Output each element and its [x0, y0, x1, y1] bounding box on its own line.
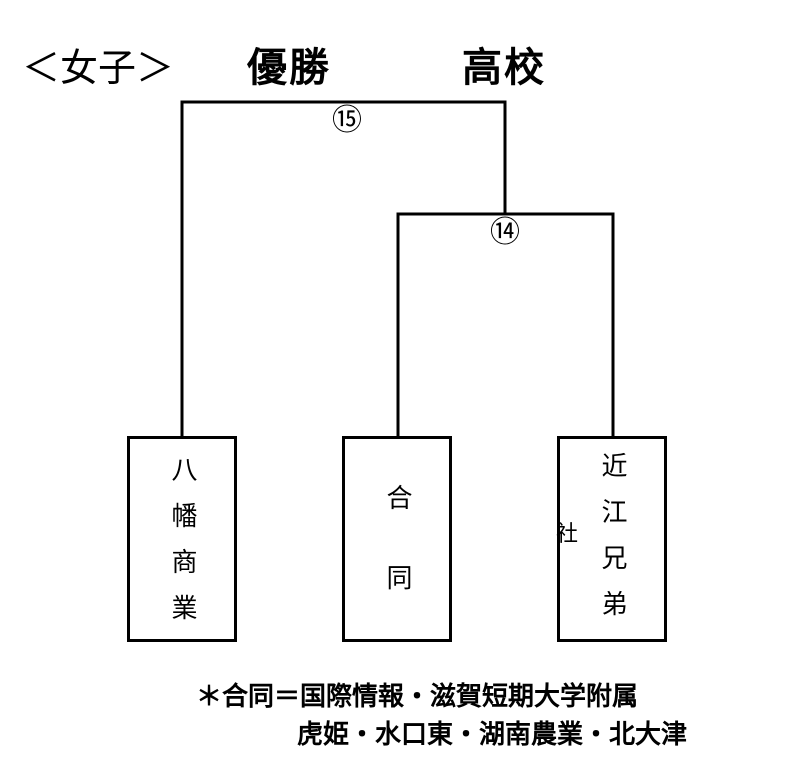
school-label: 高校: [462, 45, 546, 91]
side-note-mark: 社: [556, 522, 579, 547]
footnote-line-2: 虎姫・水口東・湖南農業・北大津: [297, 720, 688, 750]
team-box-omi-kyodai: 近江兄弟: [557, 436, 667, 642]
team-name: 八幡商業: [167, 456, 197, 640]
category-label: ＜女子＞: [22, 46, 175, 90]
team-box-godo: 合同: [342, 436, 452, 644]
team-name: 近江兄弟: [597, 452, 627, 636]
team-box-hachiman-shogyo: 八幡商業: [127, 436, 237, 642]
champion-label: 優勝: [247, 45, 331, 91]
final-bracket-line: [180, 100, 507, 437]
footnote-line-1: ＊合同＝国際情報・滋賀短期大学附属: [196, 682, 639, 712]
match-number-semifinal: ⑭: [490, 215, 520, 250]
match-number-final: ⑮: [332, 103, 362, 138]
team-name: 合同: [382, 484, 412, 644]
semifinal-bracket-line: [396, 212, 615, 437]
